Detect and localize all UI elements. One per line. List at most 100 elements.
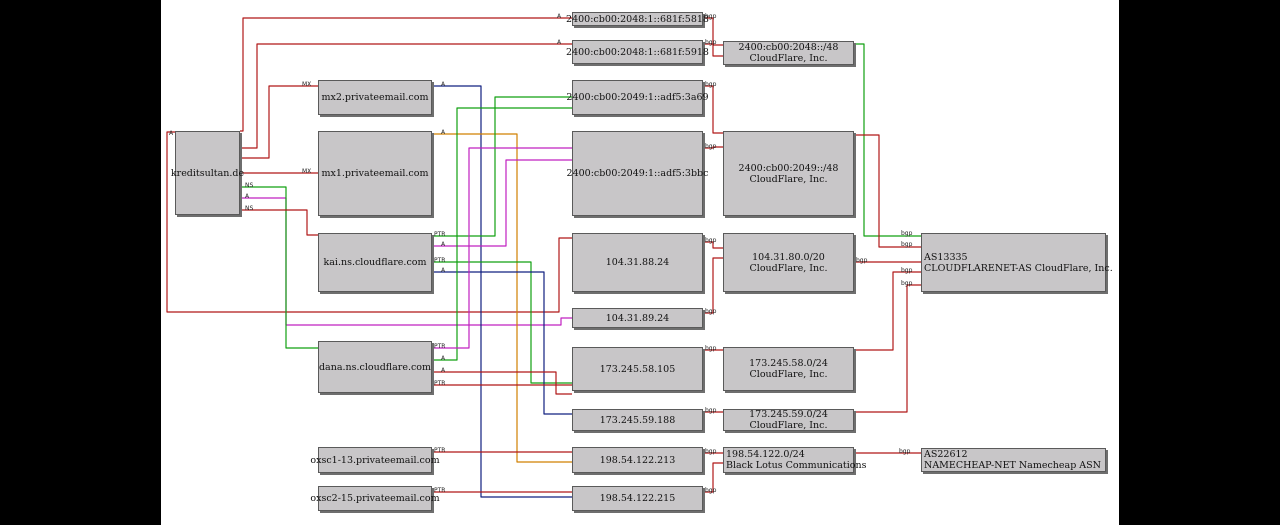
edge-label: MX bbox=[302, 81, 312, 88]
edge-label: bgp bbox=[705, 143, 717, 150]
edge-label: bgp bbox=[901, 280, 913, 287]
edge-label: PTR bbox=[434, 257, 446, 264]
node-label: oxsc1-13.privateemail.com bbox=[310, 454, 440, 466]
node-label: AS22612 bbox=[924, 449, 968, 460]
edge-ip_122_215-to-net_198 bbox=[703, 462, 723, 493]
edge-label: bgp bbox=[901, 241, 913, 248]
node-dana[interactable]: dana.ns.cloudflare.com bbox=[318, 341, 432, 393]
edge-label: bgp bbox=[705, 345, 717, 352]
node-label: kai.ns.cloudflare.com bbox=[323, 257, 427, 268]
edge-label: bgp bbox=[901, 267, 913, 274]
edge-label: PTR bbox=[434, 447, 446, 454]
node-ip6-3bbc[interactable]: 2400:cb00:2049:1::adf5:3bbc bbox=[567, 131, 708, 216]
edge-kreditsultan-to-ip6_5818 bbox=[240, 17, 572, 132]
node-label: 2400:cb00:2049:1::adf5:3a69 bbox=[566, 92, 709, 103]
edge-label: PTR bbox=[434, 380, 446, 387]
edge-label: PTR bbox=[434, 231, 446, 238]
node-sublabel: Black Lotus Communications bbox=[726, 460, 867, 471]
edge-ip_88_24-to-net_104 bbox=[703, 241, 723, 249]
node-ip-173-245-58-105[interactable]: 173.245.58.105 bbox=[572, 347, 703, 391]
edge-ip6_5918-to-net_2048 bbox=[703, 43, 723, 57]
node-label: 173.245.58.0/24 bbox=[749, 358, 828, 369]
edge-label: MX bbox=[302, 168, 312, 175]
graph-canvas: kreditsultan.de mx2.privateemail.com mx1… bbox=[161, 0, 1119, 525]
node-ip6-3a69[interactable]: 2400:cb00:2049:1::adf5:3a69 bbox=[566, 80, 709, 115]
node-kreditsultan[interactable]: kreditsultan.de bbox=[171, 131, 244, 215]
edge-kreditsultan-to-dana bbox=[240, 186, 318, 349]
edge-label: bgp bbox=[705, 237, 717, 244]
node-ip-198-54-122-213[interactable]: 198.54.122.213 bbox=[572, 447, 703, 473]
edge-net_59-to-as13335 bbox=[854, 284, 921, 413]
node-label: 173.245.59.188 bbox=[599, 414, 676, 426]
edge-label: bgp bbox=[705, 308, 717, 315]
node-ip-104-31-88-24[interactable]: 104.31.88.24 bbox=[572, 233, 703, 292]
edge-label: bgp bbox=[901, 230, 913, 237]
edge-label: A bbox=[557, 39, 562, 46]
node-label: 173.245.59.0/24 bbox=[749, 409, 828, 420]
node-sublabel: CloudFlare, Inc. bbox=[749, 53, 828, 64]
edge-kai-to-ip_58_105 bbox=[432, 261, 572, 384]
edge-kreditsultan-to-ip6_5918 bbox=[240, 43, 572, 149]
node-ip6-5918[interactable]: 2400:cb00:2048:1::681f:5918 bbox=[566, 40, 709, 64]
node-label: 198.54.122.0/24 bbox=[726, 449, 805, 460]
node-oxsc2[interactable]: oxsc2-15.privateemail.com bbox=[310, 486, 440, 511]
edge-ip6_5818-to-net_2048 bbox=[703, 17, 723, 46]
node-ip-173-245-59-188[interactable]: 173.245.59.188 bbox=[572, 409, 703, 431]
node-sublabel: CloudFlare, Inc. bbox=[749, 173, 828, 185]
node-ip-198-54-122-215[interactable]: 198.54.122.215 bbox=[572, 486, 703, 511]
node-ip-104-31-89-24[interactable]: 104.31.89.24 bbox=[572, 308, 703, 328]
edge-label: A bbox=[245, 193, 250, 200]
edge-label: A bbox=[441, 367, 446, 374]
node-label: 104.31.89.24 bbox=[605, 312, 670, 324]
node-sublabel: NAMECHEAP-NET Namecheap ASN bbox=[924, 460, 1101, 471]
node-sublabel: CloudFlare, Inc. bbox=[749, 369, 828, 380]
node-label: 173.245.58.105 bbox=[599, 363, 676, 375]
edge-ip6_3bbc-to-net_2049 bbox=[703, 146, 723, 149]
edge-dana-to-ip6_3bbc bbox=[432, 147, 572, 349]
node-label: 2400:cb00:2048:1::681f:5918 bbox=[566, 46, 709, 58]
edge-label: NS bbox=[245, 205, 254, 212]
node-mx2[interactable]: mx2.privateemail.com bbox=[318, 80, 432, 115]
node-sublabel: CloudFlare, Inc. bbox=[749, 262, 828, 274]
edge-label: bgp bbox=[705, 487, 717, 494]
node-kai[interactable]: kai.ns.cloudflare.com bbox=[318, 233, 432, 292]
node-label: AS13335 bbox=[924, 251, 968, 263]
node-ip6-5818[interactable]: 2400:cb00:2048:1::681f:5818 bbox=[566, 12, 709, 26]
edge-kai-to-ip6_3bbc bbox=[432, 159, 572, 247]
edge-kai-to-ip_59_188 bbox=[432, 271, 572, 415]
node-label: mx2.privateemail.com bbox=[321, 92, 429, 103]
node-label: 2400:cb00:2048:1::681f:5818 bbox=[566, 13, 709, 25]
node-label: 198.54.122.215 bbox=[599, 493, 676, 504]
edge-label: A bbox=[169, 130, 174, 137]
node-mx1[interactable]: mx1.privateemail.com bbox=[318, 131, 432, 216]
node-label: 2400:cb00:2048::/48 bbox=[738, 42, 839, 53]
edge-label: bgp bbox=[856, 257, 868, 264]
node-label: oxsc2-15.privateemail.com bbox=[310, 493, 440, 504]
edge-label: bgp bbox=[705, 407, 717, 414]
edge-label: A bbox=[441, 267, 446, 274]
node-oxsc1[interactable]: oxsc1-13.privateemail.com bbox=[310, 447, 440, 473]
edge-label: bgp bbox=[705, 13, 717, 20]
edge-label: A bbox=[557, 13, 562, 20]
edge-label: A bbox=[441, 129, 446, 136]
node-sublabel: CLOUDFLARENET-AS CloudFlare, Inc. bbox=[924, 262, 1113, 274]
edge-dana-to-ip6_3a69 bbox=[432, 107, 572, 361]
node-label: 198.54.122.213 bbox=[599, 454, 676, 466]
edge-label: bgp bbox=[899, 448, 911, 455]
edge-label: PTR bbox=[434, 343, 446, 350]
edge-kreditsultan-to-kai bbox=[240, 209, 318, 236]
edge-kreditsultan-to-mx2 bbox=[240, 85, 318, 159]
edge-mx1-to-ip_122_213 bbox=[432, 133, 572, 463]
edge-label: NS bbox=[245, 182, 254, 189]
edge-label: bgp bbox=[705, 39, 717, 46]
edge-net_2048-to-as13335 bbox=[854, 43, 921, 237]
node-label: dana.ns.cloudflare.com bbox=[318, 361, 432, 373]
